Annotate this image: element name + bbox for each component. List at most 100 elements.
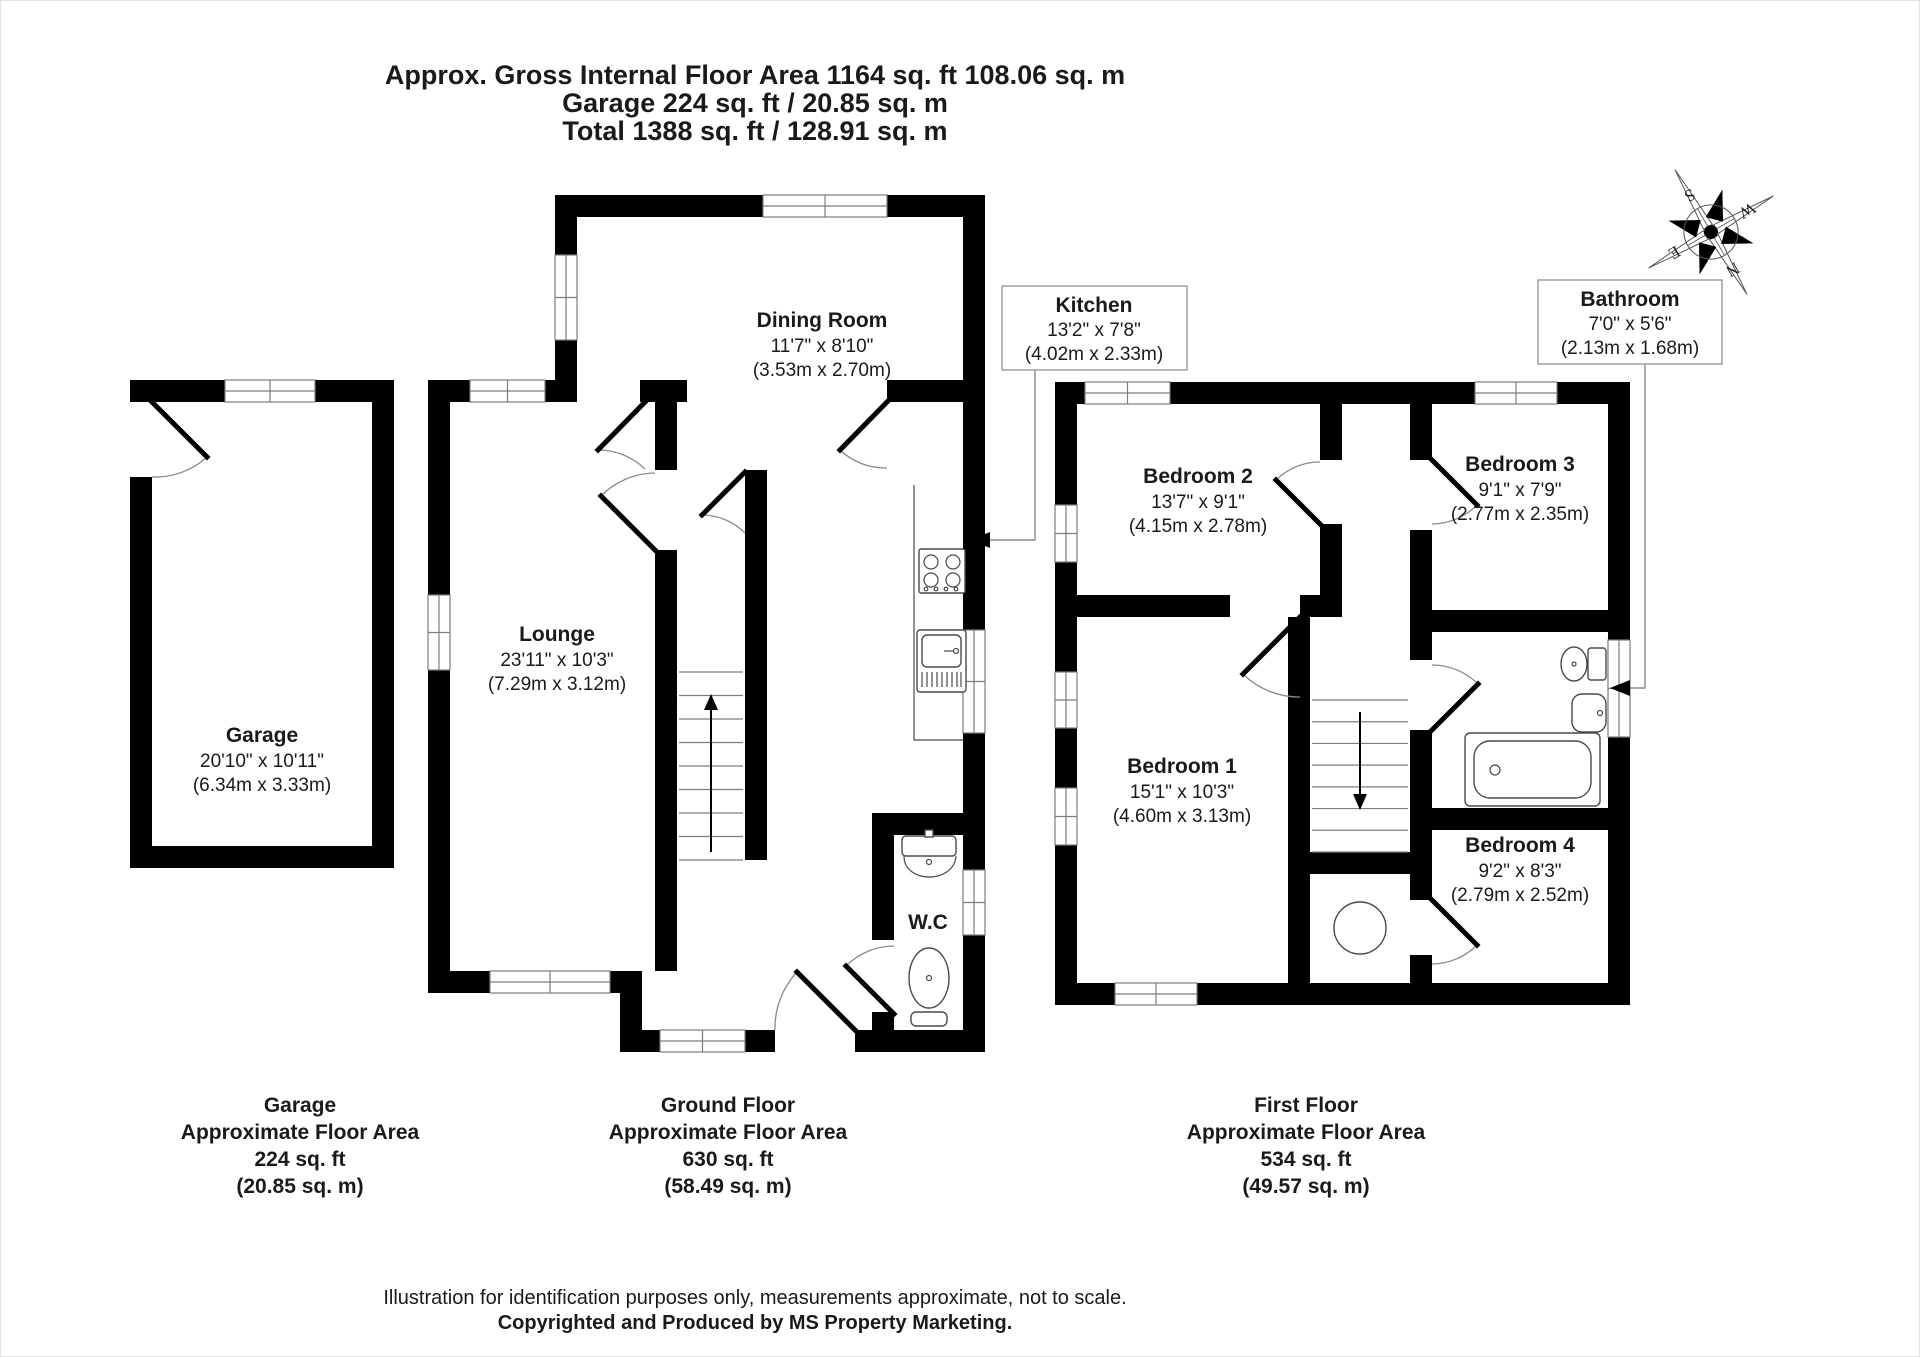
- wall: [963, 195, 985, 630]
- wall: [745, 1030, 775, 1052]
- door-swing-arc: [1275, 461, 1321, 481]
- door-leaf: [842, 962, 898, 1018]
- wall: [372, 380, 394, 868]
- compass-e-label: E: [1665, 242, 1683, 264]
- door-swing-arc: [839, 449, 888, 469]
- wall: [1288, 617, 1310, 983]
- door-leaf: [597, 492, 659, 554]
- kitchen-label: Kitchen 13'2" x 7'8" (4.02m x 2.33m): [1025, 294, 1163, 365]
- wc-toilet-icon: [908, 947, 950, 1027]
- wall: [1055, 983, 1115, 1005]
- door-leaf: [1272, 476, 1324, 528]
- svg-text:23'11" x 10'3": 23'11" x 10'3": [500, 650, 613, 671]
- wall: [315, 380, 372, 402]
- bedroom1-label: Bedroom 1 15'1" x 10'3" (4.60m x 3.13m): [1113, 755, 1251, 827]
- wall: [1300, 595, 1342, 617]
- door-swing-arc: [1431, 664, 1479, 685]
- svg-text:9'2" x 8'3": 9'2" x 8'3": [1478, 861, 1561, 882]
- wall: [1608, 737, 1630, 1005]
- svg-text:(4.60m x 3.13m): (4.60m x 3.13m): [1113, 806, 1251, 827]
- stairs-up-arrow-head: [704, 694, 718, 710]
- bedroom4-label: Bedroom 4 9'2" x 8'3" (2.79m x 2.52m): [1451, 834, 1589, 906]
- wall: [1432, 610, 1630, 632]
- hob-icon: [918, 548, 966, 594]
- door-leaf: [698, 468, 749, 519]
- kitchen-callout-box: [1001, 285, 1188, 371]
- door-leaf: [148, 398, 211, 461]
- wall: [1608, 382, 1630, 640]
- wall: [1055, 728, 1077, 788]
- wall: [1310, 852, 1432, 874]
- bedroom2-label: Bedroom 2 13'7" x 9'1" (4.15m x 2.78m): [1129, 465, 1267, 537]
- svg-text:20'10" x 10'11": 20'10" x 10'11": [200, 751, 324, 772]
- first-floor-area-summary: First Floor Approximate Floor Area 534 s…: [1187, 1094, 1426, 1198]
- ground-floor-area-summary: Ground Floor Approximate Floor Area 630 …: [609, 1094, 848, 1198]
- wall: [1077, 595, 1230, 617]
- wall: [1055, 562, 1077, 672]
- bathroom-callout-box: [1537, 279, 1723, 365]
- floorplan-geometry: [130, 194, 1631, 1053]
- svg-text:9'1" x 7'9": 9'1" x 7'9": [1478, 480, 1561, 501]
- svg-text:13'7" x 9'1": 13'7" x 9'1": [1151, 492, 1245, 513]
- title-line-2: Garage 224 sq. ft / 20.85 sq. m: [562, 88, 948, 118]
- svg-text:Approximate Floor Area: Approximate Floor Area: [181, 1121, 420, 1144]
- wall: [1055, 382, 1077, 505]
- lounge-label: Lounge 23'11" x 10'3" (7.29m x 3.12m): [488, 623, 626, 695]
- wall: [130, 846, 394, 868]
- door-leaf: [1428, 896, 1481, 949]
- svg-text:224 sq. ft: 224 sq. ft: [254, 1148, 345, 1171]
- dining-room-label: Dining Room 11'7" x 8'10" (3.53m x 2.70m…: [753, 309, 891, 381]
- bathroom-basin-icon: [1571, 693, 1607, 733]
- compass-rose-icon: N S E W: [1648, 169, 1774, 295]
- cylinder-cupboard-icon: [1333, 901, 1387, 955]
- svg-text:Dining Room: Dining Room: [757, 309, 888, 332]
- wall: [1055, 845, 1077, 1005]
- svg-text:(7.29m x 3.12m): (7.29m x 3.12m): [488, 674, 626, 695]
- wall: [887, 380, 963, 402]
- wall: [963, 935, 985, 1052]
- svg-text:13'2" x 7'8": 13'2" x 7'8": [1047, 320, 1141, 341]
- svg-text:(58.49 sq. m): (58.49 sq. m): [664, 1175, 791, 1198]
- door-leaf: [1428, 456, 1481, 509]
- svg-text:(6.34m x 3.33m): (6.34m x 3.33m): [193, 775, 331, 796]
- kitchen-callout: [970, 285, 1188, 548]
- wall: [640, 380, 687, 402]
- bathroom-label: Bathroom 7'0" x 5'6" (2.13m x 1.68m): [1561, 288, 1699, 359]
- wall: [1170, 382, 1475, 404]
- svg-text:(3.53m x 2.70m): (3.53m x 2.70m): [753, 360, 891, 381]
- drainer-lines: [921, 672, 962, 687]
- svg-text:630 sq. ft: 630 sq. ft: [682, 1148, 773, 1171]
- door-swing-arc: [597, 449, 646, 470]
- svg-text:First Floor: First Floor: [1254, 1094, 1358, 1117]
- wall: [130, 477, 152, 868]
- door-swing-arc: [1431, 944, 1478, 965]
- garage-room-label: Garage 20'10" x 10'11" (6.34m x 3.33m): [193, 724, 331, 796]
- svg-text:Kitchen: Kitchen: [1055, 294, 1132, 317]
- svg-text:(49.57 sq. m): (49.57 sq. m): [1242, 1175, 1369, 1198]
- wall: [1432, 808, 1630, 830]
- wc-sink-icon: [901, 829, 957, 878]
- wall: [1410, 955, 1432, 983]
- svg-text:Garage: Garage: [226, 724, 298, 747]
- wall: [1410, 404, 1432, 460]
- svg-text:Approximate Floor Area: Approximate Floor Area: [609, 1121, 848, 1144]
- wall: [130, 380, 152, 402]
- door-swing-arc: [1242, 673, 1301, 698]
- bath-icon: [1464, 732, 1601, 807]
- title-line-1: Approx. Gross Internal Floor Area 1164 s…: [385, 60, 1125, 90]
- door-leaf: [1428, 680, 1482, 734]
- footer-copyright: Copyrighted and Produced by MS Property …: [498, 1312, 1013, 1334]
- svg-text:Bathroom: Bathroom: [1580, 288, 1679, 311]
- svg-text:(4.15m x 2.78m): (4.15m x 2.78m): [1129, 516, 1267, 537]
- svg-text:Ground Floor: Ground Floor: [661, 1094, 795, 1117]
- door-swing-arc: [701, 514, 746, 534]
- wall: [872, 813, 894, 940]
- wall: [130, 380, 225, 402]
- door-leaf: [594, 398, 649, 454]
- kitchen-arrow-icon: [970, 532, 990, 548]
- svg-text:Bedroom 1: Bedroom 1: [1127, 755, 1237, 778]
- wall: [887, 195, 985, 217]
- svg-text:(2.77m x 2.35m): (2.77m x 2.35m): [1451, 504, 1589, 525]
